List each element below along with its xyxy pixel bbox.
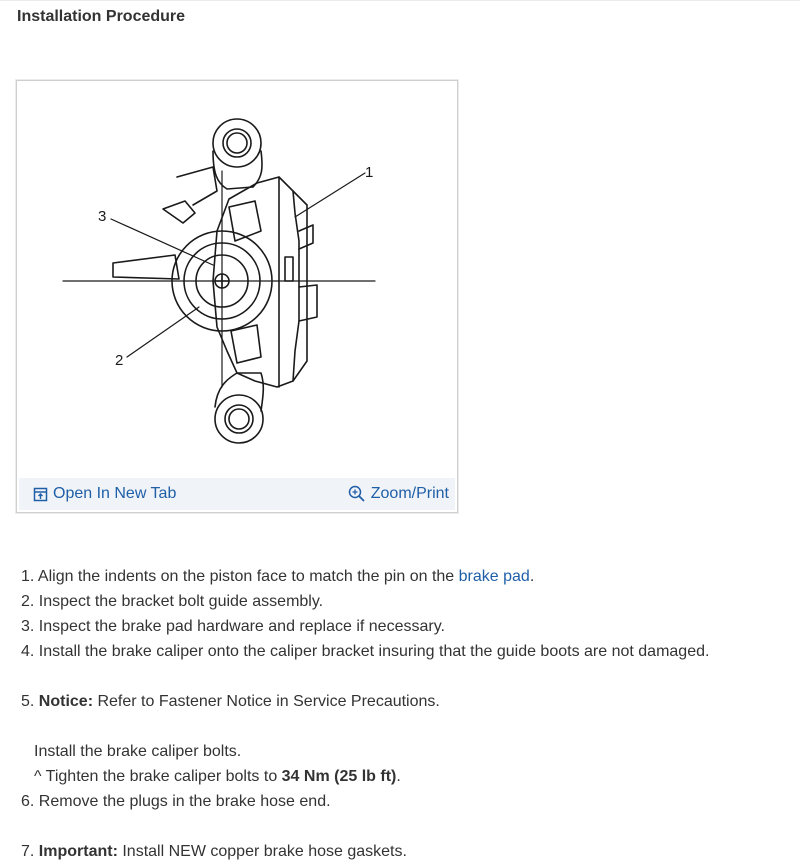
step-5-instruction: Install the brake caliper bolts.	[34, 743, 242, 760]
figure: 1 2 3 Open In New Tab Zoom/Print	[16, 80, 458, 513]
step-2: 2. Inspect the bracket bolt guide assemb…	[21, 593, 324, 610]
brake-pad-link[interactable]: brake pad	[458, 568, 530, 585]
open-new-tab-icon	[33, 487, 48, 501]
bleeder-fitting	[162, 200, 196, 224]
callout-2-leader	[126, 306, 200, 358]
step-4: 4. Install the brake caliper onto the ca…	[21, 643, 710, 660]
zoom-print-label: Zoom/Print	[370, 485, 449, 502]
step-6: 6. Remove the plugs in the brake hose en…	[21, 793, 331, 810]
important-label: Important:	[38, 843, 118, 860]
step-5-bullet: ^ Tighten the brake caliper bolts to 34 …	[34, 768, 401, 785]
step-7: 7. Important: Install NEW copper brake h…	[21, 843, 407, 860]
callout-1-leader	[294, 172, 366, 218]
callout-2: 2	[115, 352, 123, 369]
notice-label: Notice:	[38, 693, 94, 710]
step-3: 3. Inspect the brake pad hardware and re…	[21, 618, 445, 635]
section-title: Installation Procedure	[17, 8, 186, 25]
open-in-new-tab-label: Open In New Tab	[53, 485, 177, 502]
callout-3: 3	[98, 208, 106, 225]
procedure-steps: 1. Align the indents on the piston face …	[21, 564, 796, 864]
open-in-new-tab-link[interactable]: Open In New Tab	[33, 485, 176, 503]
brake-caliper-illustration[interactable]: 1 2 3	[17, 81, 457, 477]
torque-spec: 34 Nm (25 lb ft)	[281, 768, 397, 785]
hose-fitting	[112, 254, 180, 280]
figure-toolbar: Open In New Tab Zoom/Print	[19, 478, 455, 510]
step-1: 1. Align the indents on the piston face …	[21, 568, 535, 585]
magnifier-icon	[348, 485, 365, 502]
callout-1: 1	[365, 164, 373, 181]
caliper-body	[212, 176, 300, 388]
upper-bracket-ear	[212, 118, 262, 168]
top-divider	[0, 0, 800, 1]
lower-bracket-ear	[214, 394, 264, 444]
callout-3-leader	[110, 218, 214, 266]
step-5: 5. Notice: Refer to Fastener Notice in S…	[21, 693, 440, 710]
zoom-print-link[interactable]: Zoom/Print	[348, 485, 449, 503]
